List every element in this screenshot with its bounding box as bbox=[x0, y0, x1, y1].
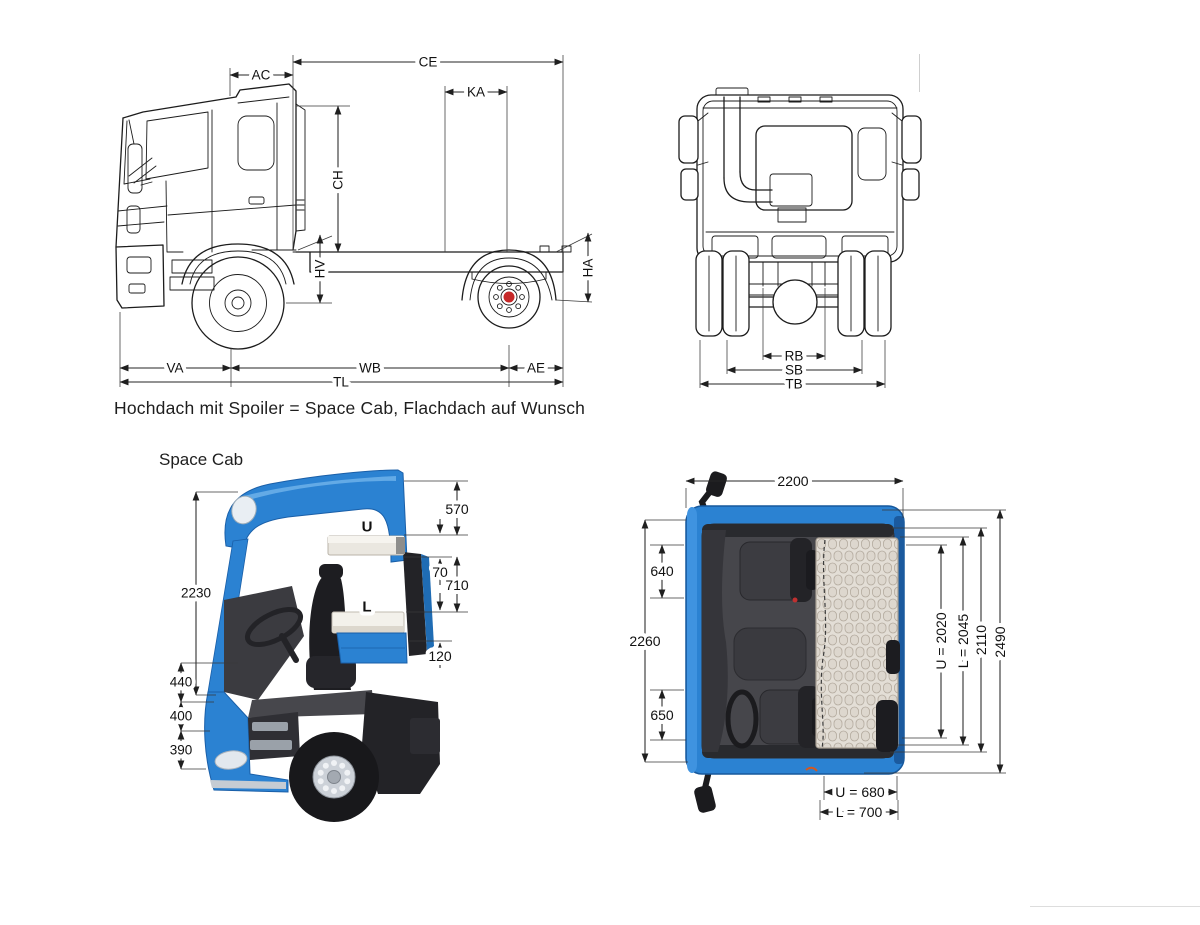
roof-marker-lamp bbox=[231, 495, 257, 525]
upper-bunk bbox=[327, 535, 405, 556]
dim-ka-label: KA bbox=[467, 85, 485, 100]
dim-cab-length-label: 2200 bbox=[777, 473, 808, 489]
space-cab-side-view: 2230 440 400 390 570 70 710 120 U L bbox=[166, 469, 473, 822]
upper-bunk-label: U bbox=[362, 519, 373, 536]
dim-upper-bunk-length-label: U = 2020 bbox=[933, 612, 949, 669]
cab-step-lower bbox=[250, 740, 292, 750]
chassis-rear-view-drawing: RB SB TB bbox=[678, 87, 922, 396]
rear-cab-body bbox=[678, 87, 922, 263]
space-cab-title: Space Cab bbox=[159, 450, 244, 469]
dim-seat-height-label: 440 bbox=[170, 675, 193, 690]
dim-front-seat-depth-label: 640 bbox=[650, 563, 674, 579]
side-view-dimensions: AC CE KA CH HV HA VA WB AE TL bbox=[119, 51, 600, 394]
dim-ac-label: AC bbox=[252, 68, 271, 83]
dim-cab-depth-label: 2260 bbox=[629, 633, 660, 649]
dim-ce-label: CE bbox=[419, 55, 438, 70]
dim-inner-length-label: 2110 bbox=[973, 625, 989, 655]
lower-bunk bbox=[331, 611, 408, 664]
dim-ae-label: AE bbox=[527, 361, 545, 376]
dim-va-label: VA bbox=[166, 361, 183, 376]
steering-wheel bbox=[244, 606, 304, 648]
chassis-frame bbox=[295, 245, 572, 329]
lower-bunk-label: L bbox=[362, 599, 371, 616]
rear-axle-and-wheels bbox=[695, 250, 892, 337]
front-wheel bbox=[289, 732, 379, 822]
dim-upper-bunk-thickness-label: 70 bbox=[432, 564, 448, 580]
dim-rear-seat-depth-label: 650 bbox=[650, 707, 674, 723]
dim-rb-label: RB bbox=[785, 349, 804, 364]
headlamp bbox=[214, 750, 248, 770]
steering-wheel-top bbox=[725, 689, 759, 749]
dim-hv-label: HV bbox=[313, 260, 328, 279]
truck-cab-outline bbox=[115, 83, 306, 350]
dim-outer-length-label: 2490 bbox=[992, 626, 1008, 657]
scan-artifact-line-top bbox=[919, 54, 920, 92]
dim-ch-label: CH bbox=[331, 170, 346, 190]
rear-view-dimensions: RB SB TB bbox=[699, 288, 886, 396]
dim-wb-label: WB bbox=[359, 361, 381, 376]
dim-mid-height-label: 400 bbox=[170, 709, 193, 724]
cab-top-illustration bbox=[685, 471, 905, 813]
dim-ha-label: HA bbox=[581, 259, 596, 278]
space-cab-illustration bbox=[204, 469, 440, 822]
dim-total-height-label: 2230 bbox=[181, 586, 211, 601]
rear-wheel-lugs bbox=[493, 281, 525, 313]
dim-above-upper-bunk-label: 570 bbox=[445, 501, 469, 517]
dim-tl-label: TL bbox=[333, 375, 349, 390]
cab-top-view: 2200 640 2260 650 U = 2020 L = 2045 2110… bbox=[625, 469, 1012, 824]
scan-artifact-line-bottom bbox=[1030, 906, 1200, 907]
dim-lower-bunk-width-label: L = 700 bbox=[836, 804, 883, 820]
dim-sb-label: SB bbox=[785, 363, 803, 378]
dim-step-height-label: 390 bbox=[170, 743, 193, 758]
mirror-bottom-icon bbox=[694, 785, 716, 813]
dim-tb-label: TB bbox=[785, 377, 802, 392]
dim-lower-bunk-thickness-label: 120 bbox=[428, 648, 452, 664]
dim-upper-bunk-width-label: U = 680 bbox=[835, 784, 885, 800]
caption-text: Hochdach mit Spoiler = Space Cab, Flachd… bbox=[114, 398, 586, 418]
dim-lower-bunk-length-label: L = 2045 bbox=[955, 614, 971, 669]
cab-step-upper bbox=[252, 722, 288, 731]
dim-between-bunks-label: 710 bbox=[445, 577, 469, 593]
passenger-seat-top bbox=[739, 538, 818, 603]
chassis-side-view-drawing: AC CE KA CH HV HA VA WB AE TL bbox=[115, 51, 600, 394]
wheel-hub-red-dot bbox=[503, 291, 515, 303]
